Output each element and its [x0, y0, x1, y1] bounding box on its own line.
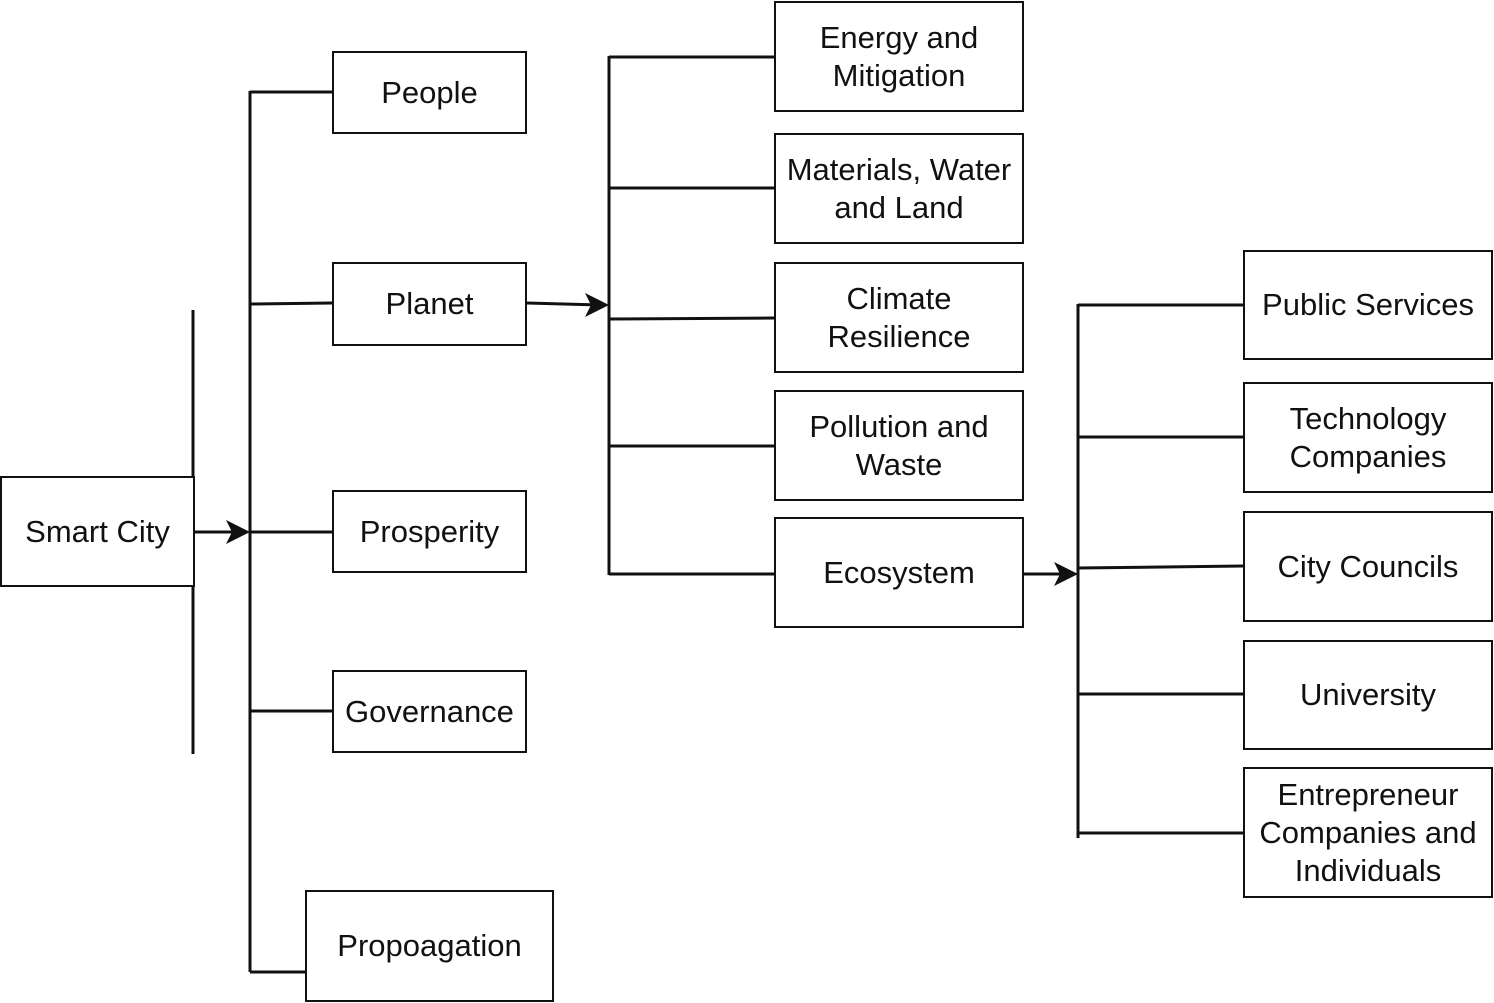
- node-label-line: Waste: [855, 446, 943, 482]
- node-label-line: Companies and: [1259, 814, 1477, 850]
- node-label-line: Public Services: [1262, 287, 1474, 322]
- node-label-line: Resilience: [827, 318, 971, 354]
- node-label-line: Energy and: [819, 19, 979, 55]
- node-label-line: Governance: [345, 693, 514, 729]
- node-people: People: [332, 51, 527, 134]
- node-label-line: University: [1299, 677, 1437, 712]
- node-label-line: Propoagation: [337, 928, 522, 963]
- node-label-line: Mitigation: [832, 57, 966, 93]
- node-label-line: Ecosystem: [823, 554, 975, 590]
- node-smart-city: Smart City: [0, 476, 195, 587]
- node-label-line: People: [381, 74, 478, 110]
- arrow-to-pillars-icon: [226, 520, 250, 544]
- node-propoagation: Propoagation: [305, 890, 554, 1002]
- node-university: University: [1243, 640, 1493, 750]
- arrow-to-actors-icon: [1054, 562, 1078, 586]
- node-label-line: Individuals: [1294, 852, 1442, 888]
- node-governance: Governance: [332, 670, 527, 753]
- node-label-line: Prosperity: [359, 513, 500, 549]
- node-prosperity: Prosperity: [332, 490, 527, 573]
- topics-branch-climate: [608, 316, 775, 321]
- actors-branch-city-councils: [1077, 564, 1244, 570]
- node-label-line: Planet: [385, 286, 474, 321]
- node-city-councils: City Councils: [1243, 511, 1493, 622]
- node-label-line: Climate: [846, 280, 952, 316]
- node-label-line: City Councils: [1277, 548, 1459, 584]
- arrow-to-topics-icon: [585, 293, 609, 317]
- node-public-services: Public Services: [1243, 250, 1493, 360]
- node-label-line: Materials, Water: [786, 151, 1012, 187]
- node-label-line: Pollution and: [809, 408, 989, 444]
- node-ecosystem: Ecosystem: [774, 517, 1024, 628]
- planet-to-topics-connector: [526, 301, 601, 307]
- node-label-line: and Land: [834, 189, 964, 225]
- node-label-line: Technology: [1289, 400, 1447, 436]
- node-label-line: Smart City: [25, 513, 170, 549]
- node-label-line: Entrepreneur: [1277, 776, 1459, 812]
- node-planet: Planet: [332, 262, 527, 346]
- pillars-branch-planet: [249, 301, 333, 306]
- node-label-line: Companies: [1289, 438, 1447, 474]
